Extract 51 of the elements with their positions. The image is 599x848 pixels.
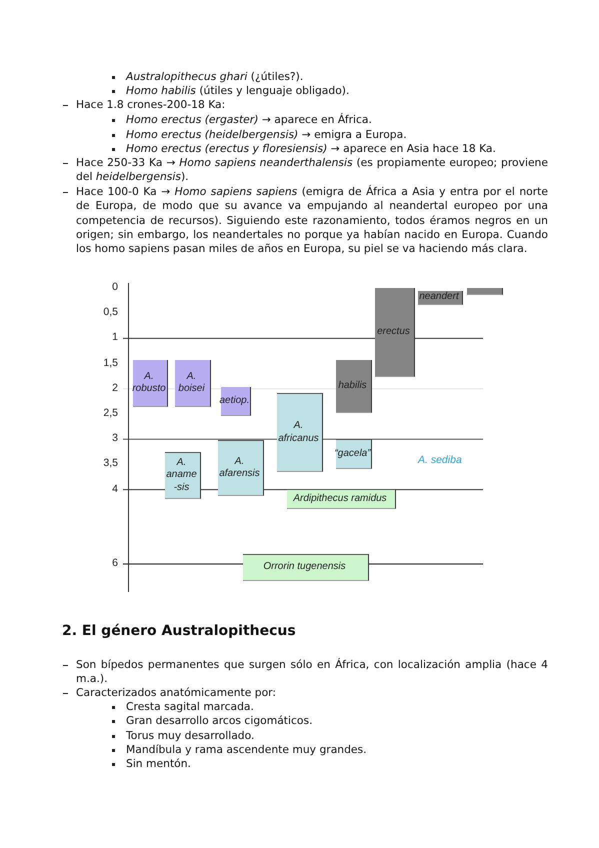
axis-tick-label: 6 — [111, 557, 118, 570]
species-note: A. sediba — [418, 454, 462, 466]
species-label: erectus — [377, 326, 411, 338]
text-paragraph: Homo erectus (erectus y floresiensis) → aparece en Asia hace 18 Ka. — [126, 142, 497, 156]
text-paragraph: Sin mentón. — [126, 757, 192, 772]
species-label: A. africanus — [277, 420, 320, 445]
species-bar — [336, 360, 372, 413]
species-bar — [287, 489, 396, 509]
species-label: “gacela” — [334, 448, 372, 460]
species-bar — [175, 360, 211, 407]
text-paragraph: Son bípedos permanentes que surgen sólo en África, con localización amplia (hace 4 m.a.). — [76, 658, 548, 687]
axis-tick-label: 1,5 — [102, 356, 118, 370]
species-label: Ardipithecus ramidus — [293, 492, 388, 506]
text-paragraph: Mandíbula y rama ascendente muy grandes. — [126, 743, 368, 758]
species-label: A. afarensis — [218, 456, 261, 480]
text-paragraph: Homo erectus (ergaster) → aparece en África. — [126, 113, 373, 128]
text-paragraph: Homo habilis (útiles y lenguaje obligado). — [126, 84, 350, 98]
species-label: habilis — [338, 380, 368, 392]
species-bar — [221, 387, 251, 416]
axis-tick-label: 2 — [111, 382, 118, 395]
text-paragraph: Australopithecus ghari (¿útiles?). — [126, 70, 304, 84]
species-bar — [243, 554, 369, 581]
axis-tick-label: 3 — [111, 432, 118, 446]
species-bar — [375, 288, 415, 377]
text-paragraph: Cresta sagital marcada. — [126, 700, 255, 714]
text-paragraph: Homo erectus (heidelbergensis) → emigra a Europa. — [126, 128, 408, 142]
text-paragraph: Hace 250-33 Ka → Homo sapiens neanderthalensis (es propiamente europeo; proviene del heidelbergensis). — [76, 156, 548, 185]
species-label: neandert — [419, 291, 460, 304]
species-bar — [418, 291, 463, 305]
species-bar — [467, 288, 503, 295]
species-bar — [336, 439, 372, 469]
species-bar — [277, 393, 323, 472]
species-label: Orrorin tugenensis — [263, 561, 347, 574]
text-paragraph: Hace 1.8 crones-200-18 Ka: — [76, 98, 226, 112]
axis-tick-label: 2,5 — [102, 407, 118, 420]
text-paragraph: Hace 100-0 Ka → Homo sapiens sapiens (emigra de África a Asia y entra por el norte de Europa, de modo que su avance va empujando al neandertal europeo por una competencia de recursos). Siguiendo este razonamiento, todos éramos negros en un origen; sin embargo, los neandertales no porque ya habían nacido en Europa. Cuando los homo sapiens pasan miles de años en Europa, su piel se va haciendo más clara. — [76, 185, 548, 256]
species-label: aetiop. — [219, 394, 251, 408]
species-bar — [133, 360, 168, 407]
axis-tick-label: 4 — [111, 482, 118, 496]
text-paragraph: Caracterizados anatómicamente por: — [76, 686, 278, 700]
species-label: A. robusto — [132, 370, 167, 396]
axis-tick-label: 3,5 — [102, 457, 118, 470]
axis-tick-label: 0,5 — [102, 306, 118, 320]
species-bar — [218, 440, 264, 496]
text-paragraph: Gran desarrollo arcos cigomáticos. — [126, 714, 314, 728]
axis-tick-label: 0 — [111, 281, 118, 294]
text-paragraph: Torus muy desarrollado. — [126, 729, 256, 744]
species-label: A. aname -sis — [165, 456, 198, 494]
axis-tick-label: 1 — [111, 331, 118, 344]
section-heading: 2. El género Australopithecus — [62, 623, 296, 639]
species-label: A. boisei — [177, 370, 206, 396]
